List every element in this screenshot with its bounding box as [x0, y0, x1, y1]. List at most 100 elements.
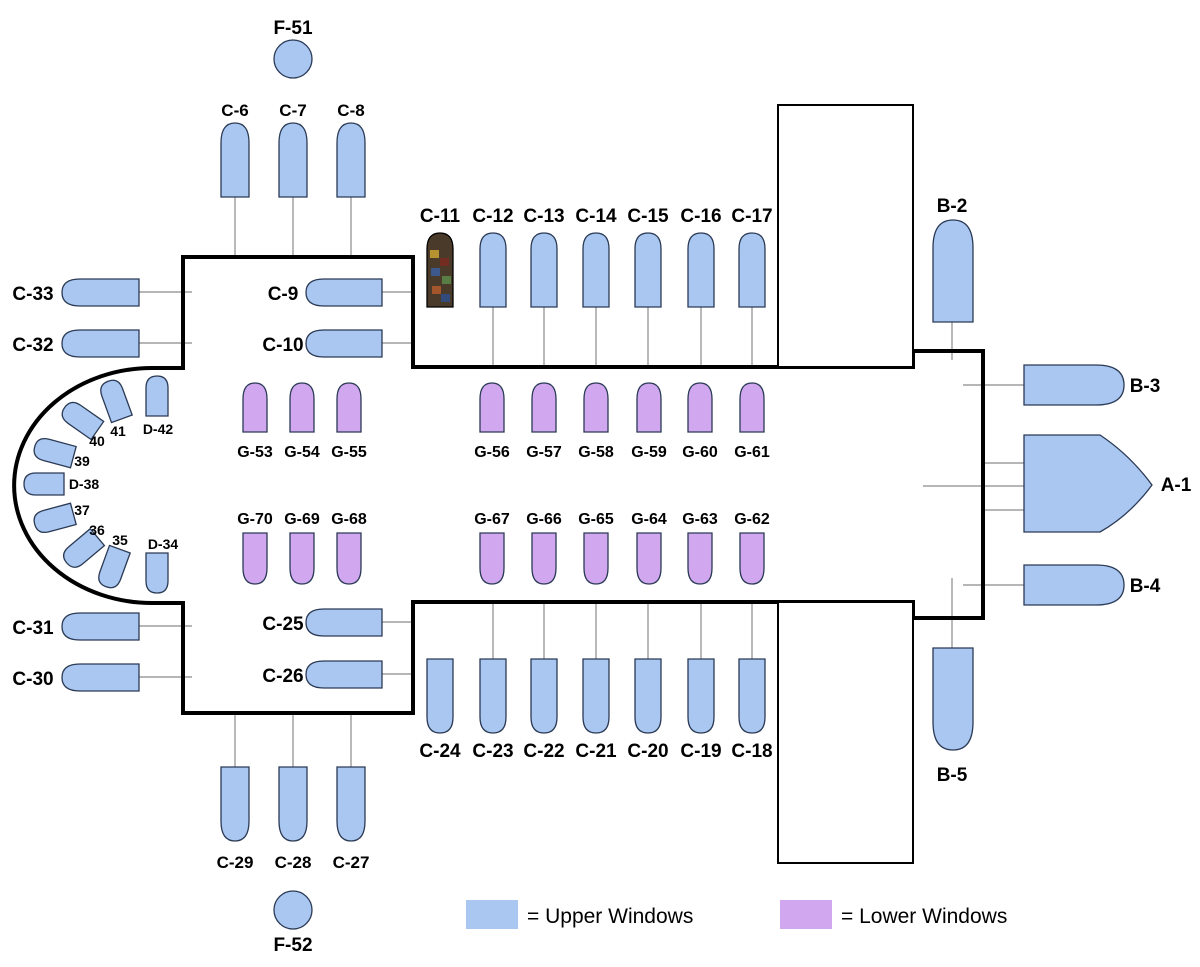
- window-d-34-group: [145, 552, 169, 594]
- window-c-32[interactable]: [61, 329, 140, 358]
- window-c-6[interactable]: [220, 122, 250, 198]
- label-g-62: G-62: [734, 511, 770, 528]
- window-c-26[interactable]: [305, 660, 383, 689]
- window-d-38[interactable]: [23, 472, 65, 496]
- window-g-70[interactable]: [242, 532, 268, 585]
- label-d-34: D-34: [148, 536, 179, 552]
- window-g-60[interactable]: [687, 382, 713, 433]
- window-c-33[interactable]: [61, 278, 140, 307]
- label-c-29: C-29: [217, 853, 254, 872]
- connector-lines: [139, 197, 1024, 767]
- window-g-68[interactable]: [336, 532, 362, 585]
- window-c-8[interactable]: [336, 122, 366, 198]
- window-c-20[interactable]: [634, 658, 662, 734]
- label-b-5: B-5: [937, 765, 968, 786]
- window-36[interactable]: [60, 527, 106, 572]
- window-g-61[interactable]: [739, 382, 765, 433]
- window-g-58[interactable]: [583, 382, 609, 433]
- label-g-54: G-54: [284, 444, 320, 461]
- window-c-16[interactable]: [687, 232, 715, 308]
- window-g-65[interactable]: [583, 532, 609, 585]
- window-f-52[interactable]: [273, 890, 313, 930]
- window-b-3[interactable]: [1023, 364, 1125, 406]
- north-tower-block: [777, 104, 914, 368]
- window-g-69[interactable]: [289, 532, 315, 585]
- window-b-2[interactable]: [932, 219, 974, 323]
- label-c-7: C-7: [279, 101, 306, 120]
- label-c-23: C-23: [472, 741, 513, 762]
- window-c-31[interactable]: [61, 612, 140, 641]
- window-g-57[interactable]: [531, 382, 557, 433]
- window-c-18[interactable]: [738, 658, 766, 734]
- window-d-42[interactable]: [145, 375, 169, 417]
- window-g-64[interactable]: [636, 532, 662, 585]
- window-g-66[interactable]: [531, 532, 557, 585]
- window-41-group: [98, 377, 134, 424]
- window-g-67[interactable]: [479, 532, 505, 585]
- window-c-21[interactable]: [582, 658, 610, 734]
- window-g-62[interactable]: [739, 532, 765, 585]
- label-f-52: F-52: [273, 935, 312, 956]
- window-d-34[interactable]: [145, 552, 169, 594]
- window-c-27[interactable]: [336, 766, 366, 842]
- window-c-14[interactable]: [582, 232, 610, 308]
- label-c-16: C-16: [680, 206, 721, 227]
- window-c-29[interactable]: [220, 766, 250, 842]
- window-c-19[interactable]: [687, 658, 715, 734]
- window-c-28[interactable]: [278, 766, 308, 842]
- window-41[interactable]: [98, 377, 134, 424]
- stained-glass-pane-2: [440, 258, 449, 266]
- label-g-56: G-56: [474, 444, 510, 461]
- label-c-15: C-15: [627, 206, 669, 227]
- label-c-17: C-17: [731, 206, 772, 227]
- window-c-30[interactable]: [61, 663, 140, 692]
- label-c-13: C-13: [523, 206, 564, 227]
- label-c-9: C-9: [268, 284, 299, 305]
- label-c-33: C-33: [12, 284, 53, 305]
- label-37: 37: [74, 502, 90, 518]
- label-c-20: C-20: [627, 741, 668, 762]
- label-c-6: C-6: [221, 101, 248, 120]
- window-c-22[interactable]: [530, 658, 558, 734]
- label-c-22: C-22: [523, 741, 564, 762]
- window-c-9[interactable]: [305, 278, 383, 307]
- window-c-15[interactable]: [634, 232, 662, 308]
- window-c-12[interactable]: [479, 232, 507, 308]
- label-g-66: G-66: [526, 511, 562, 528]
- window-c-17[interactable]: [738, 232, 766, 308]
- window-g-63[interactable]: [687, 532, 713, 585]
- window-c-23[interactable]: [479, 658, 507, 734]
- label-g-59: G-59: [631, 444, 667, 461]
- window-40[interactable]: [58, 399, 105, 441]
- window-g-56[interactable]: [479, 382, 505, 433]
- label-g-61: G-61: [734, 444, 770, 461]
- window-b-5[interactable]: [932, 647, 974, 751]
- window-c-24[interactable]: [426, 658, 454, 734]
- church-walls: [12, 104, 985, 864]
- stained-glass-pane-1: [430, 250, 439, 258]
- label-39: 39: [74, 453, 90, 469]
- window-g-59[interactable]: [636, 382, 662, 433]
- label-c-27: C-27: [333, 853, 370, 872]
- window-c-10[interactable]: [305, 329, 383, 358]
- window-f-51[interactable]: [273, 39, 313, 79]
- window-d-42-group: [145, 375, 169, 417]
- label-g-68: G-68: [331, 511, 367, 528]
- label-c-8: C-8: [337, 101, 364, 120]
- stained-glass-pane-5: [432, 286, 441, 294]
- window-c-13[interactable]: [530, 232, 558, 308]
- window-37[interactable]: [32, 502, 77, 535]
- window-g-54[interactable]: [289, 382, 315, 433]
- window-35[interactable]: [96, 544, 132, 590]
- window-c-25[interactable]: [305, 608, 383, 637]
- window-g-55[interactable]: [336, 382, 362, 433]
- window-b-4[interactable]: [1023, 564, 1125, 606]
- window-d-38-group: [23, 472, 65, 496]
- window-c-7[interactable]: [278, 122, 308, 198]
- window-39[interactable]: [32, 436, 77, 469]
- church-outline-wall: [12, 255, 985, 715]
- stained-glass-pane-6: [441, 294, 450, 302]
- window-g-53[interactable]: [242, 382, 268, 433]
- window-a-1[interactable]: [1023, 434, 1153, 533]
